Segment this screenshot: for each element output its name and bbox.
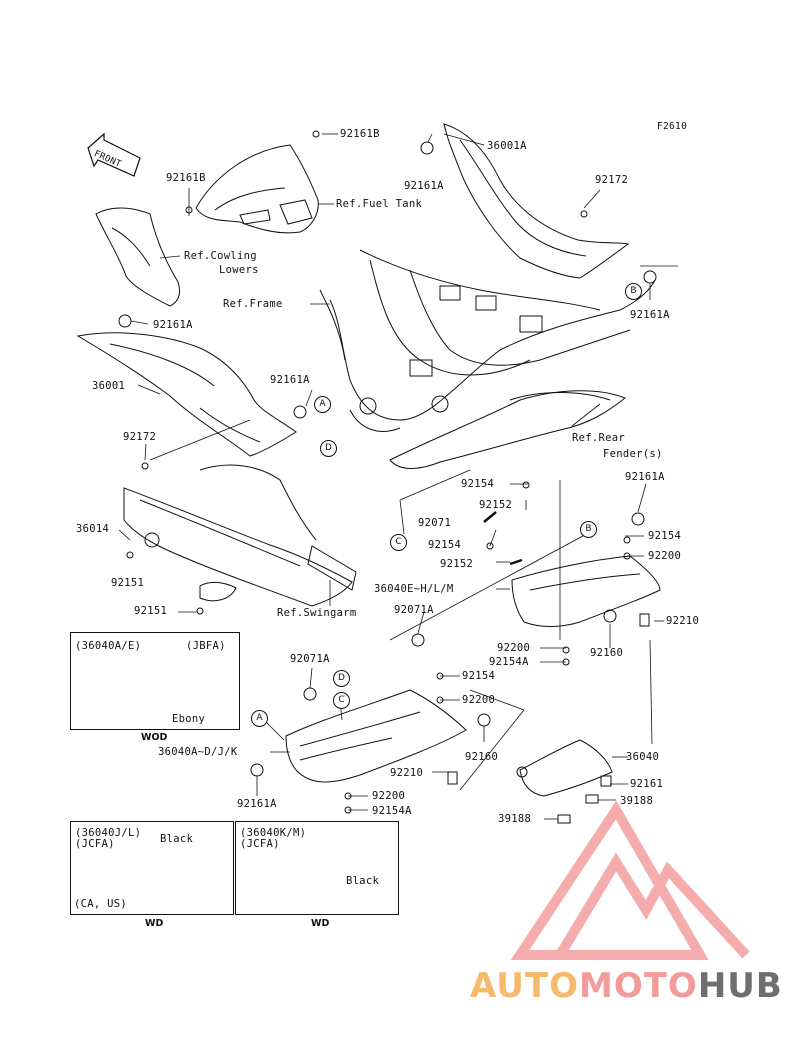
label-92160-r: 92160 [590, 647, 624, 659]
label-92154-b: 92154 [428, 539, 462, 551]
label-92152-b: 92152 [440, 558, 474, 570]
inset-wod-model: (JBFA) [186, 640, 226, 652]
inset-wod-code: (36040A/E) [75, 640, 142, 652]
label-36040E: 36040E~H/L/M [374, 583, 454, 595]
seat-cowl-36040A [285, 689, 467, 783]
label-92161A-mid: 92161A [270, 374, 310, 386]
label-92154A-b: 92154A [372, 805, 412, 817]
label-92172-top: 92172 [595, 174, 629, 186]
label-36040A: 36040A~D/J/K [158, 746, 238, 758]
label-92154-r: 92154 [648, 530, 682, 542]
label-92160-b: 92160 [465, 751, 499, 763]
inset-wd1-region: (CA, US) [74, 898, 127, 910]
label-ref-fuel-tank: Ref.Fuel Tank [336, 198, 423, 210]
label-92154-c: 92154 [462, 670, 496, 682]
label-92200-c: 92200 [462, 694, 496, 706]
inset-wd1-caption: WD [145, 918, 164, 929]
inset-wd2-model: (JCFA) [240, 838, 280, 850]
inset-wod-caption: WOD [141, 732, 168, 743]
inset-wod [70, 632, 240, 730]
label-92152-a: 92152 [479, 499, 513, 511]
label-92161A-r2: 92161A [625, 471, 665, 483]
callout-b-upper: B [625, 283, 642, 300]
callout-b-lower: B [580, 521, 597, 538]
label-36001: 36001 [92, 380, 126, 392]
label-92071A-a: 92071A [394, 604, 434, 616]
label-92161A-top: 92161A [404, 180, 444, 192]
callout-d-lower: D [333, 670, 350, 687]
label-92172-left: 92172 [123, 431, 157, 443]
label-92154A-a: 92154A [489, 656, 529, 668]
callout-a-upper: A [314, 396, 331, 413]
inset-wd-1 [70, 821, 234, 915]
label-92161B-left: 92161B [166, 172, 206, 184]
label-92161B-top: 92161B [340, 128, 380, 140]
label-92210-b: 92210 [390, 767, 424, 779]
label-fender: Fender(s) [603, 448, 663, 460]
label-39188-a: 39188 [620, 795, 654, 807]
frame [329, 279, 656, 421]
upper-cowling-left [95, 207, 181, 307]
inset-wd2-caption: WD [311, 918, 330, 929]
watermark-hub: HUB [697, 966, 783, 1006]
label-ref-swingarm: Ref.Swingarm [277, 607, 357, 619]
automotohub-logo-icon [510, 800, 750, 960]
label-36014: 36014 [76, 523, 110, 535]
label-ref-frame: Ref.Frame [223, 298, 283, 310]
label-92071: 92071 [418, 517, 452, 529]
figure-code: F2610 [657, 121, 688, 132]
watermark-auto: AUTO [470, 966, 579, 1006]
side-cover-36001 [76, 332, 297, 457]
rear-fender [389, 390, 626, 469]
label-92161A-left: 92161A [153, 319, 193, 331]
label-39188-b: 39188 [498, 813, 532, 825]
inset-wd2-code: (36040K/M) [240, 827, 307, 839]
label-92200-d: 92200 [372, 790, 406, 802]
chain-cover-36014 [123, 487, 353, 607]
inset-wd1-code: (36040J/L) [75, 827, 142, 839]
label-92151-b: 92151 [134, 605, 168, 617]
label-ref-rear: Ref.Rear [572, 432, 625, 444]
label-lowers: Lowers [219, 264, 259, 276]
label-36040: 36040 [626, 751, 660, 763]
watermark-moto: MOTO [578, 966, 698, 1006]
inset-wd2-color: Black [346, 875, 380, 887]
label-92161: 92161 [630, 778, 664, 790]
label-92200-r: 92200 [648, 550, 682, 562]
callout-c-lower: C [333, 692, 350, 709]
label-92161A-bot: 92161A [237, 798, 277, 810]
tail-piece-36040 [519, 739, 613, 797]
callout-a-lower: A [251, 710, 268, 727]
automotohub-watermark: AUTOMOTOHUB [470, 966, 783, 1006]
undertail-36040E [511, 555, 661, 627]
label-92151-a: 92151 [111, 577, 145, 589]
front-arrow-icon [87, 132, 141, 177]
fuel-tank-cover [195, 144, 319, 234]
label-92161A-right: 92161A [630, 309, 670, 321]
label-ref-cowling: Ref.Cowling [184, 250, 257, 262]
label-92071A-b: 92071A [290, 653, 330, 665]
callout-d-upper: D [320, 440, 337, 457]
inset-wd1-color: Black [160, 833, 194, 845]
label-92210-r: 92210 [666, 615, 700, 627]
label-36001A: 36001A [487, 140, 527, 152]
inset-wd-2 [235, 821, 399, 915]
callout-c-upper: C [390, 534, 407, 551]
label-92154-a: 92154 [461, 478, 495, 490]
inset-wod-color: Ebony [172, 713, 206, 725]
label-92200-b: 92200 [497, 642, 531, 654]
side-cover-36001A [443, 123, 630, 279]
inset-wd1-model: (JCFA) [75, 838, 115, 850]
